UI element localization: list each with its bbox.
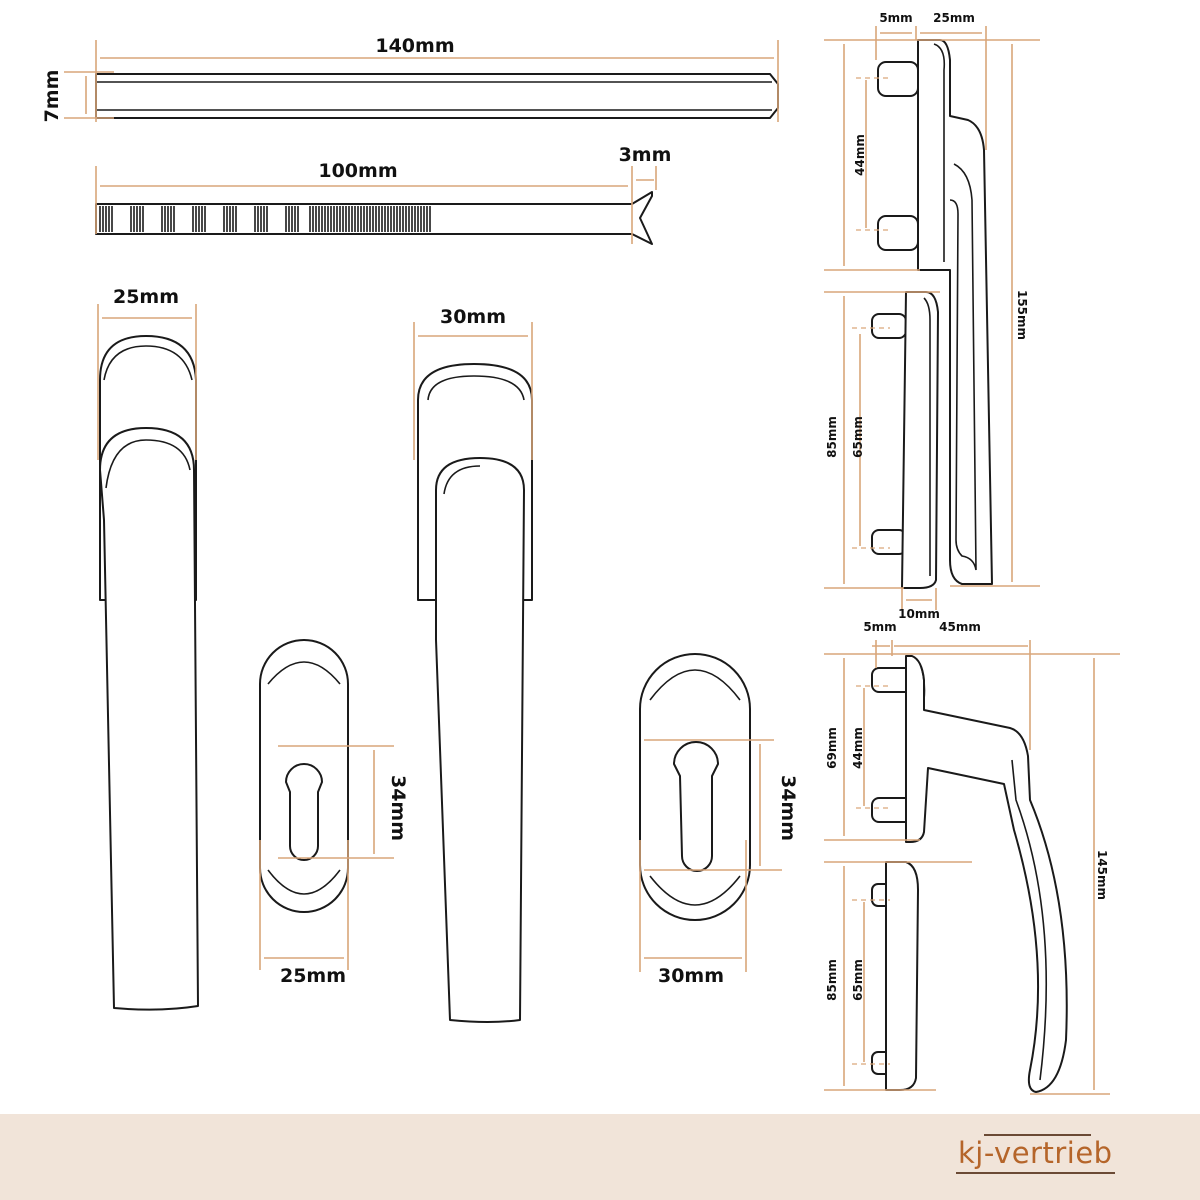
spindle: 140mm 7mm [41, 35, 779, 123]
handle2-width-label: 30mm [440, 306, 506, 328]
rosette-25mm: 34mm 25mm [259, 639, 409, 987]
handle1-width-label: 25mm [113, 286, 179, 308]
screw: 100mm 3mm [95, 144, 672, 245]
side1-pin-label: 5mm [879, 11, 912, 25]
rosette1-height-label: 34mm [387, 775, 409, 841]
rosette2-height-label: 34mm [777, 775, 799, 841]
side2-rosette-pin-label: 65mm [851, 959, 865, 1001]
side-view-angled-handle: 5mm 45mm 69mm 44mm 145mm 85mm 65mm [824, 620, 1120, 1095]
rosette1-width-label: 25mm [280, 965, 346, 987]
side2-base-height-label: 69mm [825, 727, 839, 769]
screw-thread [99, 206, 431, 232]
side2-pin-label: 5mm [863, 620, 896, 634]
handle-front-25mm: 25mm [97, 286, 199, 1011]
spindle-width-label: 7mm [41, 70, 63, 123]
side1-depth-label: 25mm [933, 11, 975, 25]
side1-rosette-pin-label: 65mm [851, 416, 865, 458]
side1-rosette-depth-label: 10mm [898, 607, 940, 621]
screw-length-label: 100mm [318, 160, 397, 182]
rosette2-width-label: 30mm [658, 965, 724, 987]
side1-pin-spacing-label: 44mm [853, 134, 867, 176]
side1-rosette-height-label: 85mm [825, 416, 839, 458]
screw-head-label: 3mm [619, 144, 672, 166]
spindle-length-label: 140mm [375, 35, 454, 57]
side2-depth-label: 45mm [939, 620, 981, 634]
side2-rosette-height-label: 85mm [825, 959, 839, 1001]
handle-front-30mm: 30mm [413, 306, 533, 1023]
side2-length-label: 145mm [1095, 850, 1109, 900]
side-view-straight-handle: 5mm 25mm 44mm 155mm 85mm 65mm 10mm [824, 11, 1040, 621]
rosette-30mm: 34mm 30mm [639, 653, 799, 987]
footer-band [0, 1114, 1200, 1200]
side2-pin-spacing-label: 44mm [851, 727, 865, 769]
side1-length-label: 155mm [1015, 290, 1029, 340]
brand-logo: kj-vertrieb [956, 1134, 1115, 1174]
